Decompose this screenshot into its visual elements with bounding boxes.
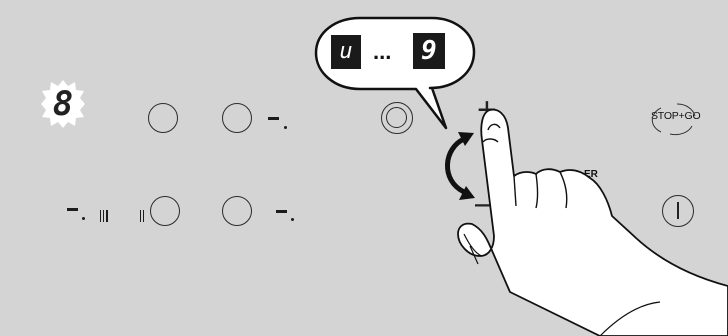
power-button[interactable] [662, 195, 694, 227]
pointing-hand-icon [457, 108, 728, 336]
zone-indicator-dot [82, 217, 85, 220]
zone-select-button-2[interactable] [222, 103, 252, 133]
triple-zone-marker [100, 210, 108, 222]
zone-power-display: 8 [52, 84, 74, 124]
zone-indicator-dot [291, 218, 294, 221]
zone-indicator-dot [284, 126, 287, 129]
power-icon [677, 202, 679, 219]
range-min-digit: u [339, 39, 353, 64]
multi-zone-button[interactable] [381, 102, 413, 134]
zone-indicator-dash [268, 117, 279, 120]
curved-double-arrow-icon [445, 132, 475, 200]
timer-label: ER [584, 169, 598, 180]
zone-indicator-dash [276, 210, 287, 213]
highlight-burst [41, 80, 85, 128]
multi-zone-inner-ring [386, 107, 407, 128]
range-max-digit: 9 [421, 36, 437, 66]
zone-indicator-dash [67, 208, 78, 211]
zone-select-button-4[interactable] [222, 196, 252, 226]
range-separator: ... [373, 39, 392, 64]
range-min-box: u [331, 35, 361, 69]
double-zone-marker [140, 210, 145, 222]
zone-select-button-3[interactable] [150, 196, 180, 226]
stop-go-button-outline[interactable] [648, 100, 708, 140]
range-max-box: 9 [413, 33, 445, 69]
zone-select-button-1[interactable] [148, 103, 178, 133]
stop-go-label: STOP+GO [651, 110, 701, 122]
